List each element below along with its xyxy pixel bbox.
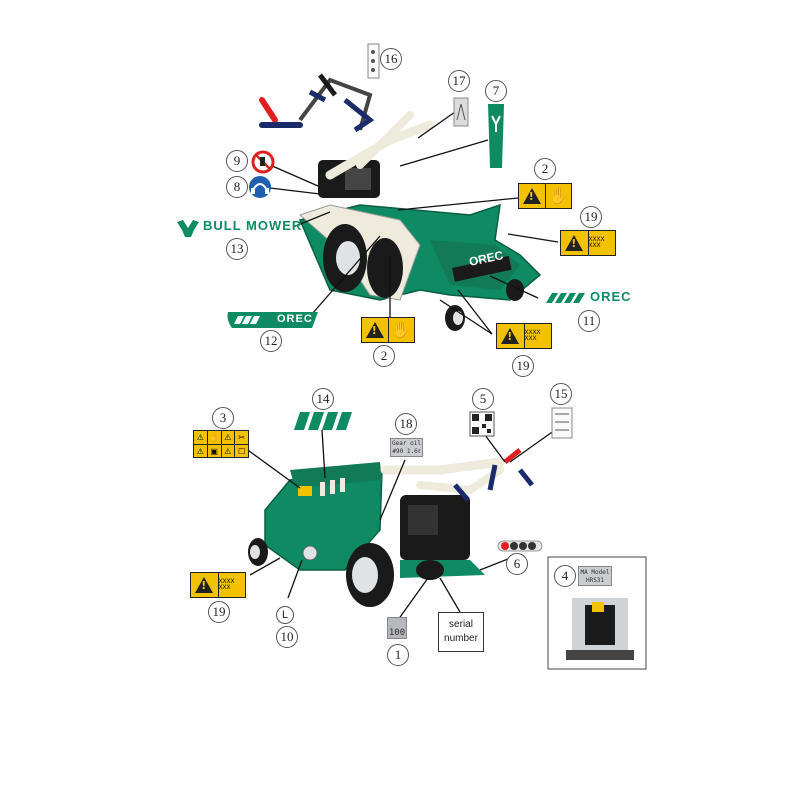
- callout-2-top: 2: [534, 158, 556, 180]
- callout-7: 7: [485, 80, 507, 102]
- ear-protection-icon: [249, 176, 271, 198]
- decal-17: [453, 97, 469, 127]
- warning-code: XXXX XXX: [218, 579, 235, 591]
- no-fire-icon: [251, 150, 275, 174]
- callout-2-bottom: 2: [373, 345, 395, 367]
- callout-10: 10: [276, 626, 298, 648]
- decal-6: [497, 540, 543, 552]
- callout-11: 11: [578, 310, 600, 332]
- warning-triangle-icon: [195, 577, 214, 593]
- callout-5: 5: [472, 388, 494, 410]
- warning-label-19-bottom: XXXX XXX: [190, 572, 246, 598]
- bull-logo-icon: [177, 220, 199, 237]
- hand-hazard-icon: ✋: [391, 322, 412, 339]
- bottom-leader-lines: [244, 429, 599, 621]
- warning-label-3: ⚠ ✋ ⚠ ✂ ⚠ ▣ ⚠ ☐: [193, 430, 249, 458]
- warning-icon: ⚠: [222, 431, 236, 444]
- orec-banner-side: [546, 293, 585, 303]
- callout-13: 13: [226, 238, 248, 260]
- warning-icon: ⚠: [194, 431, 208, 444]
- level-marker: L: [276, 606, 294, 624]
- callout-19-top: 19: [580, 206, 602, 228]
- callout-18: 18: [395, 413, 417, 435]
- callout-1: 1: [387, 644, 409, 666]
- warning-code: XXXX XXX: [524, 330, 541, 342]
- warning-icon: ☐: [238, 447, 246, 456]
- capacity-plate: 100: [387, 617, 407, 639]
- warning-icon: ✋: [208, 431, 222, 444]
- warning-icon: ▣: [208, 445, 222, 458]
- bottom-machine: [248, 448, 534, 607]
- decal-16: [367, 43, 380, 79]
- decal-15: [551, 407, 573, 439]
- warning-triangle-icon: [365, 322, 384, 338]
- callout-6: 6: [506, 553, 528, 575]
- orec-banner-large: [227, 312, 318, 328]
- callout-8: 8: [226, 176, 248, 198]
- warning-code: XXXX XXX: [588, 237, 605, 249]
- callout-14: 14: [312, 388, 334, 410]
- orec-logo-text: OREC: [590, 289, 632, 304]
- callout-16: 16: [380, 48, 402, 70]
- callout-12: 12: [260, 330, 282, 352]
- callout-17: 17: [448, 70, 470, 92]
- stripe-decal-14: [294, 412, 352, 430]
- top-machine: OREC: [259, 73, 542, 331]
- decal-7: [488, 104, 504, 168]
- callout-19-mid: 19: [512, 355, 534, 377]
- callout-4: 4: [554, 565, 576, 587]
- callout-19-bottom: 19: [208, 601, 230, 623]
- gear-oil-plate: Gear oil#90 1.6ℓ: [390, 438, 423, 457]
- warning-triangle-icon: [522, 188, 541, 204]
- callout-3: 3: [212, 407, 234, 429]
- warning-triangle-icon: [501, 328, 520, 344]
- warning-label-19-top: XXXX XXX: [560, 230, 616, 256]
- warning-icon: ⚠: [222, 445, 236, 458]
- qr-code-icon: [469, 411, 495, 437]
- orec-banner-text: OREC: [277, 313, 313, 325]
- warning-icon: ✂: [238, 433, 245, 442]
- top-leader-lines: [269, 111, 559, 335]
- bullmower-logo-text: BULL MOWER: [203, 218, 303, 233]
- warning-icon: ⚠: [194, 445, 208, 458]
- warning-triangle-icon: [565, 235, 584, 251]
- hand-hazard-icon: ✋: [548, 188, 569, 205]
- warning-label-19-mid: XXXX XXX: [496, 323, 552, 349]
- warning-label-2-top: ✋: [518, 183, 572, 209]
- callout-15: 15: [550, 383, 572, 405]
- warning-label-2-bottom: ✋: [361, 317, 415, 343]
- callout-9: 9: [226, 150, 248, 172]
